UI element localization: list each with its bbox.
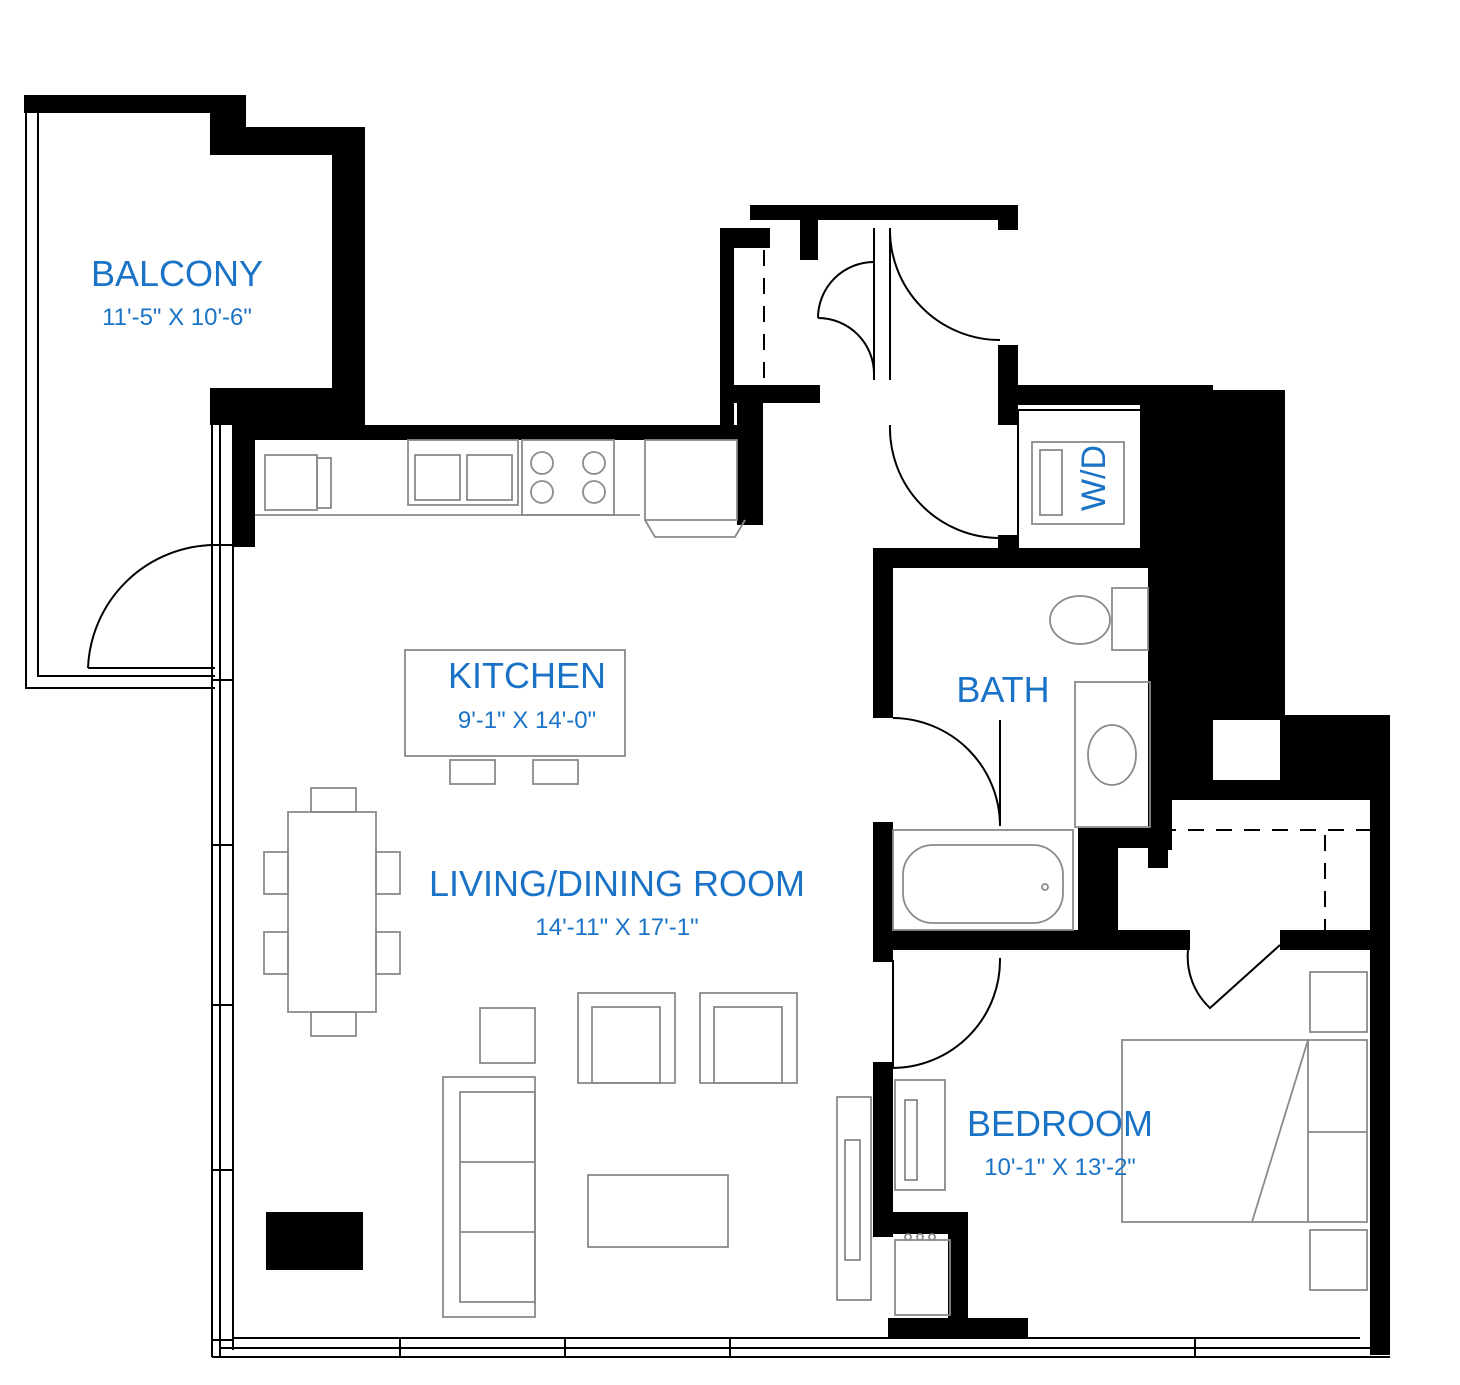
- window-wall-west: [211, 425, 234, 1357]
- balcony-label: BALCONY: [91, 253, 263, 294]
- east-walls: [1152, 385, 1390, 1355]
- window-wall-south: [212, 1337, 1390, 1358]
- living-furniture: [263, 787, 872, 1318]
- kitchen-walls: [233, 400, 763, 547]
- washer-dryer-label: W/D: [1075, 445, 1113, 511]
- balcony-dims: 11'-5" X 10'-6": [102, 304, 252, 331]
- living-dining-label: LIVING/DINING ROOM: [429, 863, 805, 904]
- entry-closet-walls: [720, 205, 1018, 539]
- kitchen-dims: 9'-1" X 14'-0": [458, 707, 596, 734]
- bath-label: BATH: [956, 669, 1049, 710]
- bedroom-label: BEDROOM: [967, 1103, 1153, 1144]
- bedroom-walls: [873, 829, 1390, 1338]
- kitchen-label: KITCHEN: [448, 655, 606, 696]
- balcony-area: [24, 95, 365, 689]
- kitchen-fixtures: [255, 439, 746, 785]
- bath-walls: [873, 548, 1188, 962]
- living-dining-dims: 14'-11" X 17'-1": [535, 914, 698, 941]
- bedroom-dims: 10'-1" X 13'-2": [984, 1154, 1136, 1181]
